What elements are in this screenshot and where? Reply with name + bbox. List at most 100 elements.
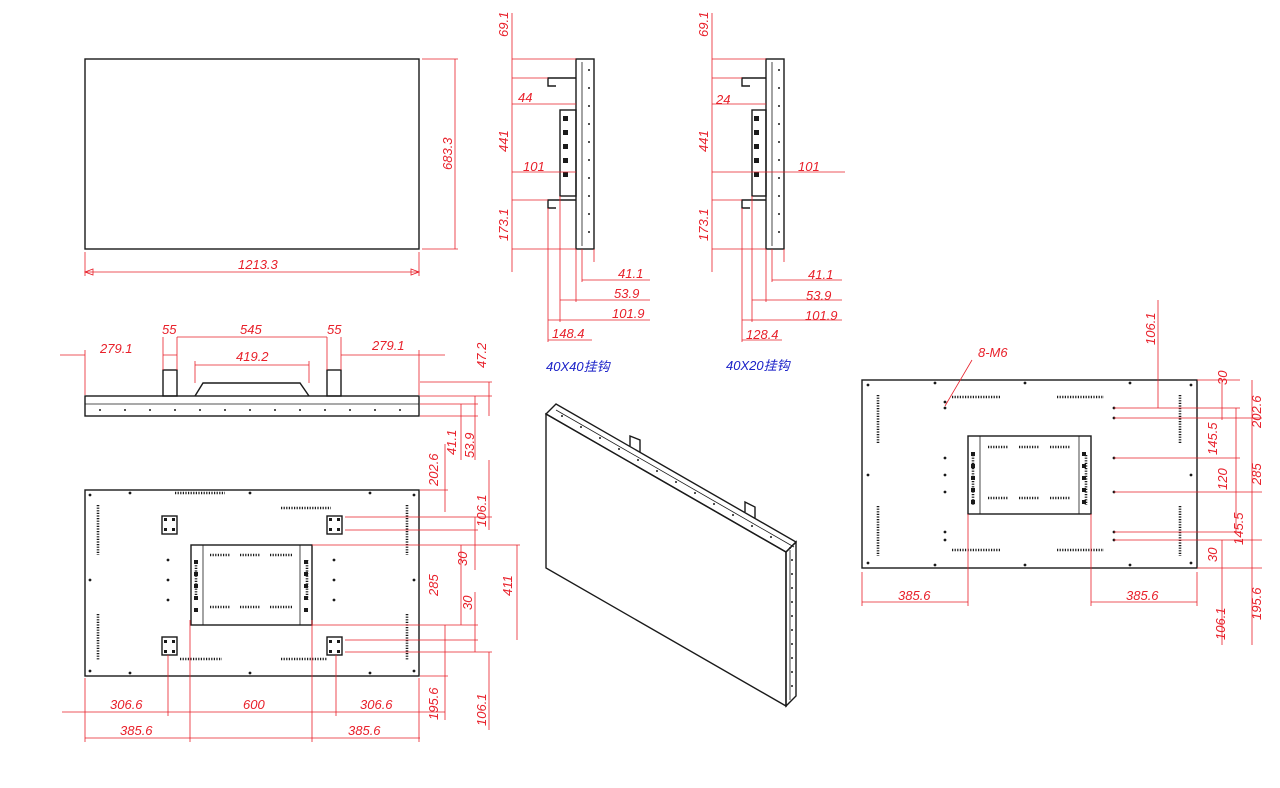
edge-hole (778, 177, 780, 179)
back-right-3: 30 (455, 551, 470, 566)
edge-hole (588, 123, 590, 125)
back-hole (128, 491, 132, 495)
hook40-mid: 101 (523, 159, 545, 174)
edge-hole (791, 629, 793, 631)
back-view: 306.6 600 306.6 385.6 385.6 202.6 106.1 … (62, 444, 520, 742)
rear-right-3: 145.5 (1205, 422, 1220, 455)
edge-hole (299, 409, 301, 411)
bracket-slot (194, 572, 198, 576)
top-middle-span: 419.2 (236, 349, 269, 364)
edge-hole (274, 409, 276, 411)
edge-hole (174, 409, 176, 411)
edge-hole (324, 409, 326, 411)
top-bracket-span: 545 (240, 322, 262, 337)
rear-right-5: 285 (1249, 463, 1264, 486)
back-bottom2-right: 385.6 (348, 723, 381, 738)
bracket-slot (194, 608, 198, 612)
hook20-caption: 40X20挂钩 (726, 358, 792, 373)
bracket-slot (329, 650, 332, 653)
bracket-slot (172, 528, 175, 531)
mount-hole (943, 530, 947, 534)
edge-hole (588, 213, 590, 215)
edge-hole (791, 685, 793, 687)
bracket-slot (754, 172, 759, 177)
edge-hole (778, 231, 780, 233)
edge-hole (588, 195, 590, 197)
back-hole (248, 671, 252, 675)
bracket-slot (754, 116, 759, 121)
back-hole (368, 491, 372, 495)
edge-hole (199, 409, 201, 411)
back-hole (128, 671, 132, 675)
top-right-offset: 279.1 (371, 338, 405, 353)
edge-hole (778, 105, 780, 107)
rear-right-7: 30 (1205, 547, 1220, 562)
back-hole (412, 669, 416, 673)
bracket-slot (1082, 452, 1086, 456)
mount-hole (1128, 563, 1132, 567)
hook20-hook: 24 (715, 92, 730, 107)
bracket-slot (304, 560, 308, 564)
edge-hole (588, 159, 590, 161)
back-hole (166, 598, 170, 602)
edge-hole (588, 69, 590, 71)
back-right-8: 106.1 (474, 693, 489, 726)
edge-hole (791, 601, 793, 603)
mount-hole (1189, 473, 1193, 477)
back-hole (412, 578, 416, 582)
edge-hole (778, 213, 780, 215)
bracket-slot (971, 452, 975, 456)
bracket-slot (563, 172, 568, 177)
hook20-bottom: 173.1 (696, 208, 711, 241)
edge-hole (778, 123, 780, 125)
bracket-slot (754, 158, 759, 163)
mount-hole (1189, 383, 1193, 387)
edge-hole (778, 159, 780, 161)
rear-bottom-right-2: 106.1 (1213, 607, 1228, 640)
hook40-caption: 40X40挂钩 (546, 359, 612, 374)
hook20-top: 69.1 (696, 12, 711, 37)
edge-hole (224, 409, 226, 411)
edge-hole (374, 409, 376, 411)
bracket-slot (304, 584, 308, 588)
bracket-slot (1082, 488, 1086, 492)
back-right-6: 411 (500, 575, 515, 596)
bracket-slot (563, 158, 568, 163)
bracket-slot (337, 528, 340, 531)
mount-hole (943, 406, 947, 410)
rear-bottom-left: 385.6 (898, 588, 931, 603)
back-hole (166, 578, 170, 582)
top-depth-a: 47.2 (474, 342, 489, 368)
edge-hole (713, 503, 715, 505)
edge-hole (791, 573, 793, 575)
edge-hole (694, 492, 696, 494)
hook20-d1: 41.1 (808, 267, 833, 282)
edge-hole (791, 559, 793, 561)
edge-hole (778, 195, 780, 197)
bracket-slot (194, 584, 198, 588)
edge-hole (791, 643, 793, 645)
rear-callout: 8-M6 (978, 345, 1008, 360)
back-bottom-right: 306.6 (360, 697, 393, 712)
top-bracket-right: 55 (327, 322, 342, 337)
edge-hole (399, 409, 401, 411)
mount-hole (1128, 381, 1132, 385)
bracket-slot (563, 130, 568, 135)
rear-right-2: 202.6 (1249, 395, 1264, 429)
edge-hole (588, 105, 590, 107)
bracket-slot (304, 608, 308, 612)
mount-hole (943, 473, 947, 477)
back-hole (332, 558, 336, 562)
hook-40x20-view: 69.1 24 441 101 173.1 41.1 53.9 101.9 12… (696, 12, 845, 373)
mount-hole (866, 561, 870, 565)
bracket-slot (304, 572, 308, 576)
mount-hole (866, 383, 870, 387)
mount-hole (933, 563, 937, 567)
edge-hole (588, 141, 590, 143)
bracket-slot (337, 518, 340, 521)
bracket-slot (164, 650, 167, 653)
front-width-label: 1213.3 (238, 257, 279, 272)
edge-hole (778, 69, 780, 71)
top-depth-c: 53.9 (462, 433, 477, 458)
mount-hole (943, 490, 947, 494)
